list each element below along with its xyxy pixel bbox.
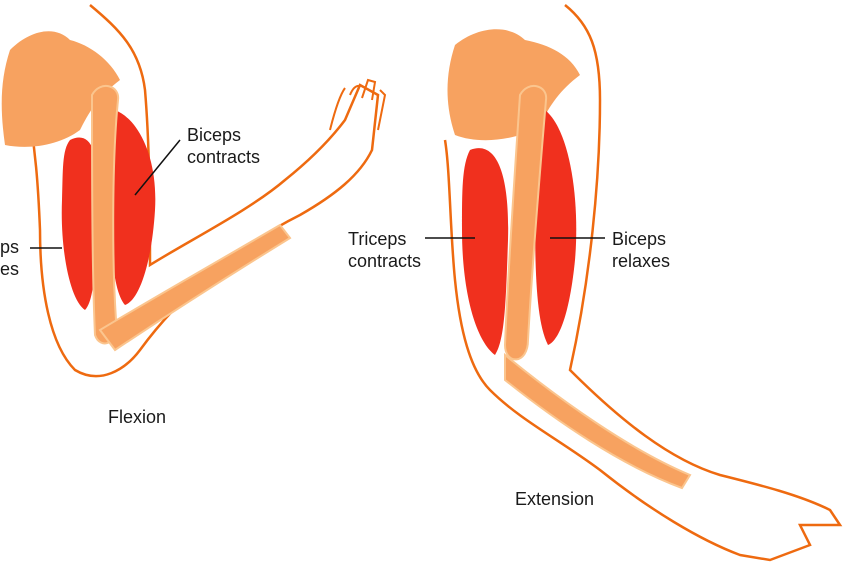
flexion-title: Flexion [108,407,167,427]
flexion-forearm [98,223,292,352]
extension-scapula [447,29,580,141]
flexion-humerus [90,85,120,345]
flexion-biceps-label: Biceps contracts [187,124,260,168]
extension-skin-outline [443,4,843,562]
flexion-biceps [109,110,156,305]
extension-title: Extension [515,489,595,509]
extension-arm [443,4,843,562]
extension-forearm [504,352,692,490]
extension-triceps-label: Triceps contracts [348,228,421,272]
flexion-triceps-label: ps es [0,236,19,280]
extension-biceps-label: Biceps relaxes [612,228,670,272]
label-line: contracts [348,251,422,271]
extension-biceps [535,110,577,345]
label-line: contracts [187,147,261,167]
flexion-scapula [1,31,120,147]
label-line: Triceps [348,229,407,249]
label-line: relaxes [612,251,671,271]
extension-humerus [503,85,548,361]
label-line: ps [0,237,20,257]
label-line: Biceps [612,229,667,249]
flexion-biceps-leader [134,139,181,196]
flexion-hand [329,78,387,131]
flexion-triceps [61,137,99,310]
label-line: Biceps [187,125,242,145]
flexion-arm [1,4,387,378]
extension-triceps [462,148,509,355]
label-line: es [0,259,20,279]
